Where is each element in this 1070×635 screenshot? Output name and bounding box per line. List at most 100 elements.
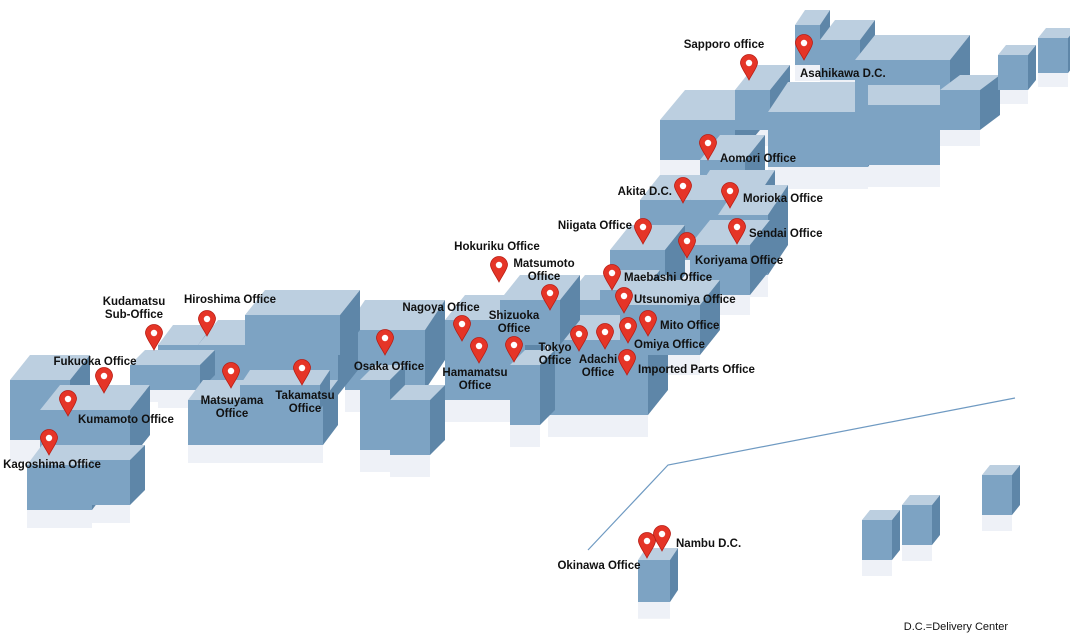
- label-line: Koriyama Office: [695, 255, 783, 267]
- pin-icon: [453, 315, 471, 342]
- pin-dot: [510, 341, 518, 349]
- location-pin-sapporo: [740, 54, 758, 81]
- block-shadow: [390, 455, 430, 477]
- location-pin-hokuriku: [490, 256, 508, 283]
- block-front: [510, 365, 540, 425]
- map-block: [998, 45, 1036, 90]
- location-pin-niigata: [634, 218, 652, 245]
- location-pin-koriyama: [678, 232, 696, 259]
- block-top: [1038, 28, 1070, 38]
- label-line: Omiya Office: [634, 339, 705, 351]
- location-pin-kudamatsu: [145, 324, 163, 351]
- pin-dot: [203, 315, 211, 323]
- pin-dot: [620, 292, 628, 300]
- location-pin-tokyo: [570, 325, 588, 352]
- location-label-akita: Akita D.C.: [618, 186, 672, 198]
- label-line: Office: [459, 380, 492, 392]
- block-top: [902, 495, 940, 505]
- location-pin-morioka: [721, 182, 739, 209]
- divider-lines: [587, 397, 1016, 551]
- location-pin-maebashi: [603, 264, 621, 291]
- block-side: [425, 300, 445, 390]
- block-shadow: [638, 602, 670, 619]
- location-label-mito: Mito Office: [660, 320, 719, 332]
- block-top: [862, 510, 900, 520]
- pin-icon: [59, 390, 77, 417]
- block-side: [560, 275, 580, 345]
- location-label-fukuoka: Fukuoka Office: [53, 356, 136, 368]
- map-block: [982, 465, 1020, 515]
- block-shadow: [188, 445, 323, 463]
- block-front: [90, 460, 130, 505]
- pin-dot: [64, 395, 72, 403]
- pin-dot: [624, 322, 632, 330]
- label-line: Osaka Office: [354, 361, 424, 373]
- location-pin-nagoya: [453, 315, 471, 342]
- map-block: [240, 370, 330, 410]
- pin-dot: [800, 39, 808, 47]
- location-pin-takamatsu: [293, 359, 311, 386]
- block-side: [700, 280, 720, 355]
- block-front: [902, 505, 932, 545]
- location-label-nagoya: Nagoya Office: [402, 302, 479, 314]
- block-top: [158, 325, 213, 345]
- label-line: Sub-Office: [105, 309, 163, 321]
- label-line: Hokuriku Office: [454, 241, 540, 253]
- location-pin-sendai: [728, 218, 746, 245]
- pin-dot: [575, 330, 583, 338]
- block-top: [620, 280, 720, 305]
- label-line: Okinawa Office: [557, 560, 640, 572]
- pin-icon: [619, 317, 637, 344]
- location-pin-adachi: [596, 323, 614, 350]
- label-line: Adachi: [579, 354, 617, 366]
- location-label-hiroshima: Hiroshima Office: [184, 294, 276, 306]
- location-label-aomori: Aomori Office: [720, 153, 796, 165]
- block-front: [820, 40, 860, 80]
- location-label-maebashi: Maebashi Office: [624, 272, 712, 284]
- pin-dot: [495, 261, 503, 269]
- block-shadow: [902, 545, 932, 561]
- block-side: [768, 185, 788, 275]
- block-front: [982, 475, 1012, 515]
- legend-text: D.C.=Delivery Center: [904, 621, 1009, 633]
- label-line: Nambu D.C.: [676, 538, 741, 550]
- block-top: [610, 225, 685, 250]
- pin-dot: [726, 187, 734, 195]
- block-side: [430, 385, 445, 455]
- pin-icon: [222, 362, 240, 389]
- block-front: [27, 465, 92, 510]
- pin-dot: [733, 223, 741, 231]
- block-top: [795, 10, 830, 25]
- location-pin-kumamoto: [59, 390, 77, 417]
- location-label-morioka: Morioka Office: [743, 193, 823, 205]
- pin-dot: [623, 354, 631, 362]
- map-blocks: [10, 10, 1070, 619]
- block-top: [10, 355, 90, 380]
- label-line: Shizuoka: [489, 310, 540, 322]
- block-top: [820, 20, 875, 40]
- pin-icon: [198, 310, 216, 337]
- location-label-asahikawa: Asahikawa D.C.: [800, 68, 886, 80]
- map-block: [868, 85, 940, 165]
- location-label-hokuriku: Hokuriku Office: [454, 241, 540, 253]
- block-top: [245, 290, 360, 315]
- pin-icon: [145, 324, 163, 351]
- location-pin-nambu: [653, 525, 671, 552]
- label-line: Sendai Office: [749, 228, 823, 240]
- block-top: [90, 445, 145, 460]
- block-side: [892, 510, 900, 560]
- label-line: Office: [582, 367, 615, 379]
- label-line: Office: [539, 355, 572, 367]
- map-block: [245, 290, 360, 355]
- pin-icon: [653, 525, 671, 552]
- block-shadow: [768, 167, 868, 189]
- map-block: [862, 510, 900, 560]
- block-top: [982, 465, 1020, 475]
- pin-dot: [608, 269, 616, 277]
- block-side: [1012, 465, 1020, 515]
- pin-icon: [95, 367, 113, 394]
- block-side: [932, 495, 940, 545]
